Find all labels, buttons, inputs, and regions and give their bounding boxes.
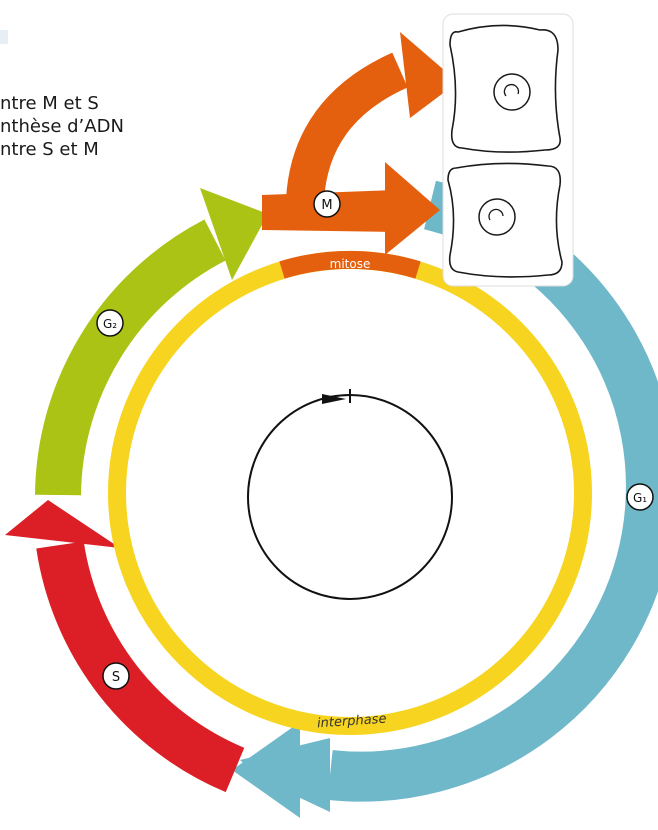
yellow-ring: [117, 260, 583, 726]
g1-badge: G₁: [627, 484, 653, 510]
mitose-label: mitose: [330, 257, 371, 271]
clock-circle: [248, 395, 452, 599]
g1-badge-label: G₁: [633, 491, 647, 505]
s-badge: S: [103, 663, 129, 689]
cell-icon-bottom: [448, 163, 562, 276]
g1-arrowhead-tip: [232, 722, 300, 818]
m-arrowhead-lower: [385, 162, 440, 255]
g2-arc: [58, 240, 215, 495]
m-badge: M: [314, 191, 340, 217]
s-arrowhead: [5, 500, 120, 548]
g2-badge-label: G₂: [103, 317, 117, 331]
s-badge-label: S: [112, 670, 120, 685]
g2-badge: G₂: [97, 310, 123, 336]
s-arc: [60, 545, 235, 770]
g1-arc: [330, 205, 651, 777]
cells-panel: [443, 14, 573, 286]
m-badge-label: M: [321, 198, 332, 213]
